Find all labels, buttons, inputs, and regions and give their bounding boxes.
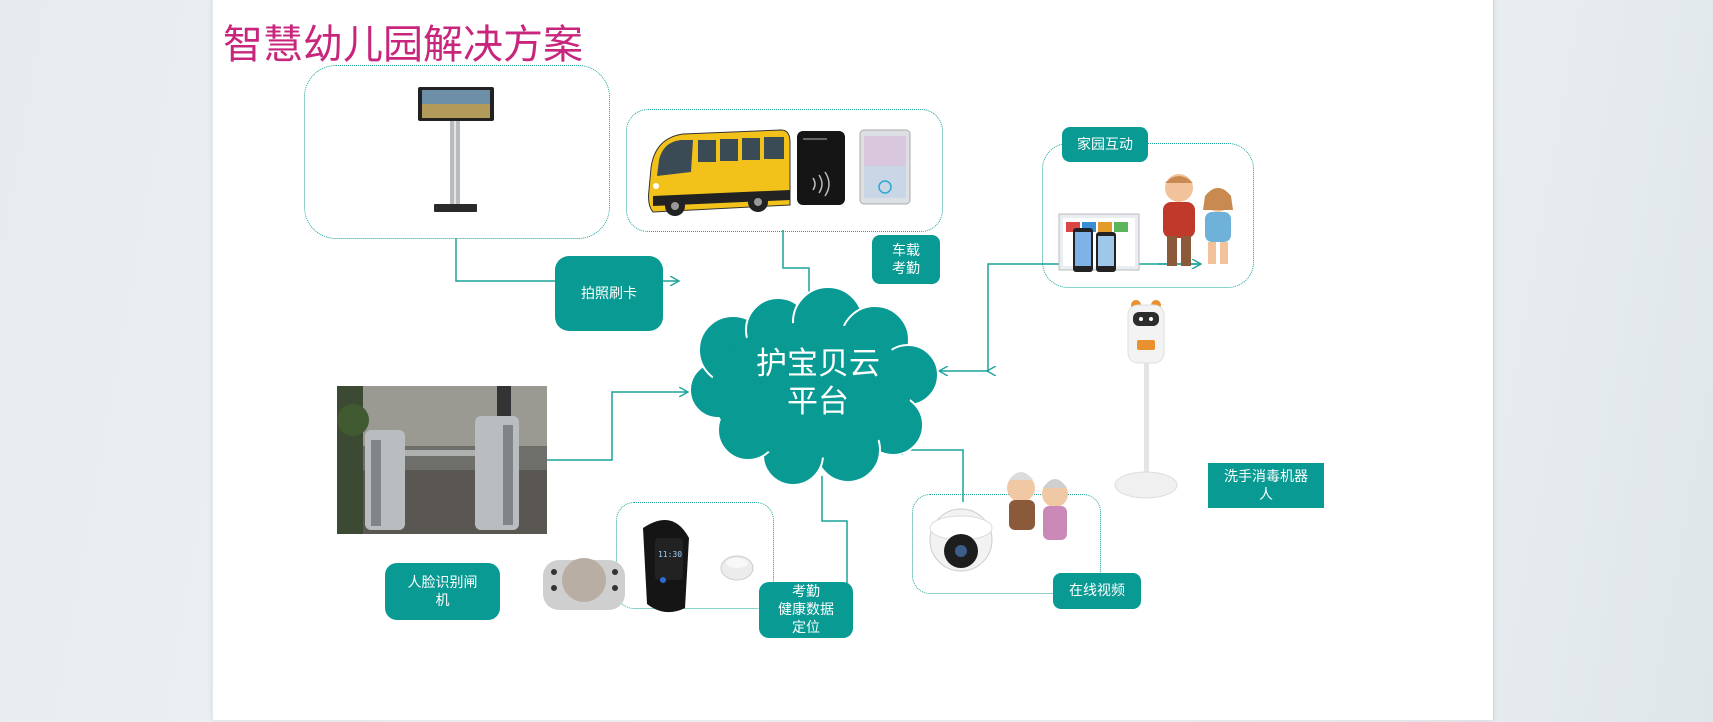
bus-box [626, 109, 943, 232]
wristband-devices-icon [543, 520, 754, 613]
school-bus-icon [648, 129, 791, 216]
wristband-time-display: 11:30 [657, 550, 683, 559]
face-gate-badge: 人脸识别闸 机 [385, 563, 500, 620]
home-interaction-illustration [1058, 174, 1233, 272]
attendance-health-badge: 考勤 健康数据 定位 [759, 582, 853, 638]
cloud-label: 护宝贝云 平台 [756, 346, 880, 420]
connector-wristband [821, 476, 848, 584]
connector-gate [547, 392, 687, 461]
online-video-badge: 在线视频 [1053, 573, 1141, 609]
handwash-robot-icon [1114, 300, 1178, 499]
camera-online-video-illustration [929, 472, 1068, 572]
photo-card-badge: 拍照刷卡 [555, 256, 663, 331]
home-box [1042, 143, 1254, 288]
connector-camera [895, 450, 964, 502]
card-reader-icon [797, 131, 845, 205]
kiosk-device-icon [418, 87, 494, 212]
kiosk-box [304, 65, 610, 239]
tablet-icon [859, 129, 911, 205]
handwash-robot-badge: 洗手消毒机器 人 [1208, 463, 1324, 508]
wristband-box [616, 502, 774, 609]
camera-box [912, 494, 1101, 594]
slide: 智慧幼儿园解决方案 [212, 0, 1494, 720]
cloud-platform [689, 286, 939, 486]
face-gate-photo [337, 386, 547, 534]
home-school-badge: 家园互动 [1062, 127, 1148, 162]
slide-title: 智慧幼儿园解决方案 [223, 22, 583, 68]
bus-attendance-badge: 车载 考勤 [872, 235, 940, 284]
